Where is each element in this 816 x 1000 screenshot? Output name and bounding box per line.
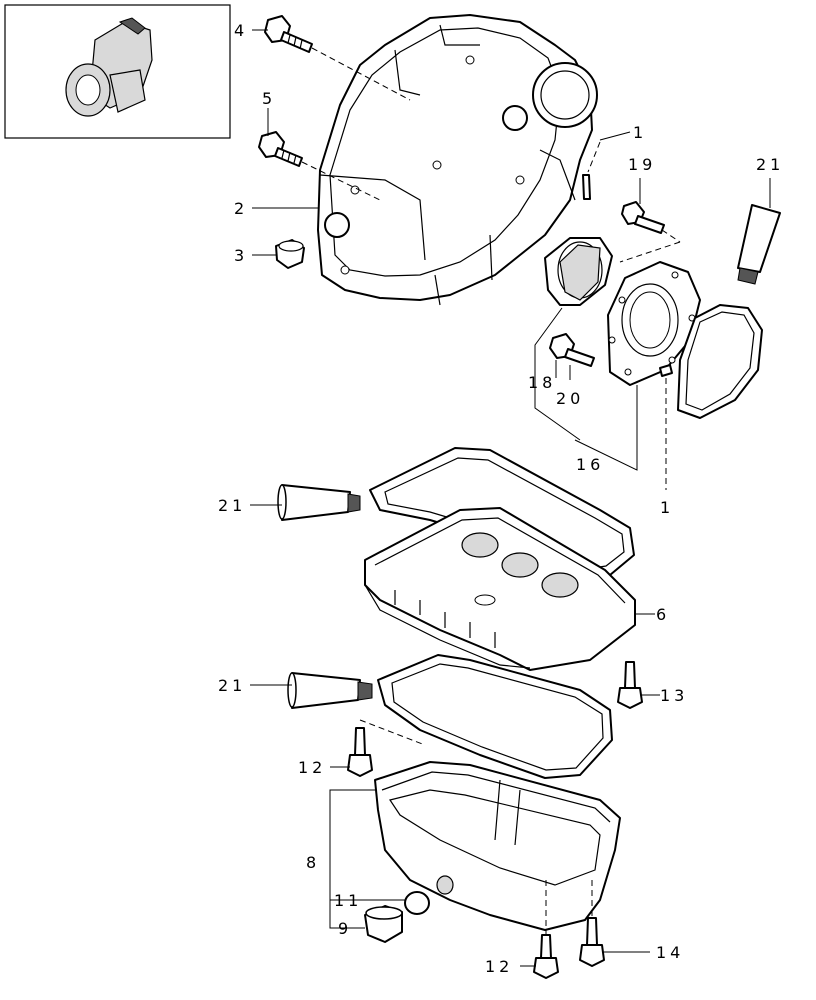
callout-18: 18	[528, 373, 556, 392]
callout-6: 6	[656, 605, 670, 624]
callout-1-top: 1	[633, 123, 647, 142]
bolt-13	[617, 661, 643, 709]
sealant-tube-21-top	[737, 204, 781, 285]
bolt-5	[258, 131, 303, 167]
callout-1-bottom: 1	[660, 498, 674, 517]
callout-12-lower: 12	[485, 957, 513, 976]
callout-3: 3	[234, 246, 248, 265]
bolt-12-lower	[533, 934, 559, 979]
cover-gasket	[677, 304, 763, 419]
dowel-pin-1-bottom	[659, 364, 673, 377]
oil-pan-8	[374, 761, 621, 931]
o-ring-11	[404, 891, 430, 915]
drain-plug-9	[364, 905, 403, 943]
callout-8: 8	[306, 853, 320, 872]
bolt-19	[621, 201, 665, 234]
bolt-4	[264, 15, 313, 53]
sealant-tube-21-lower	[287, 672, 373, 709]
callout-11: 11	[334, 891, 362, 910]
plug-3	[275, 239, 305, 269]
callout-21-middle: 21	[218, 496, 246, 515]
callout-19: 19	[628, 155, 656, 174]
callout-12-upper: 12	[298, 758, 326, 777]
callout-13: 13	[660, 686, 688, 705]
flywheel-housing	[317, 14, 598, 306]
callout-20: 20	[556, 389, 584, 408]
bolt-14	[579, 917, 605, 967]
dowel-pin-1-top	[582, 174, 591, 200]
callout-14: 14	[656, 943, 684, 962]
seal-ring	[544, 237, 613, 306]
bolt-18	[549, 333, 595, 367]
upper-sump-6	[364, 507, 636, 671]
bolt-12-upper	[347, 727, 373, 777]
callout-9: 9	[338, 919, 352, 938]
callout-16: 16	[576, 455, 604, 474]
callout-labels: 4 5 2 3 1 19 21 18 20 16 1 21 6 21 13 12…	[218, 21, 784, 976]
callout-21-top: 21	[756, 155, 784, 174]
callout-4: 4	[234, 21, 248, 40]
callout-5: 5	[262, 89, 276, 108]
sealant-tube-21-middle	[277, 484, 361, 521]
leader-lines	[250, 29, 771, 967]
callout-2: 2	[234, 199, 248, 218]
lower-sump-gasket	[377, 654, 613, 779]
callout-21-lower: 21	[218, 676, 246, 695]
engine-thumbnail	[4, 4, 231, 139]
